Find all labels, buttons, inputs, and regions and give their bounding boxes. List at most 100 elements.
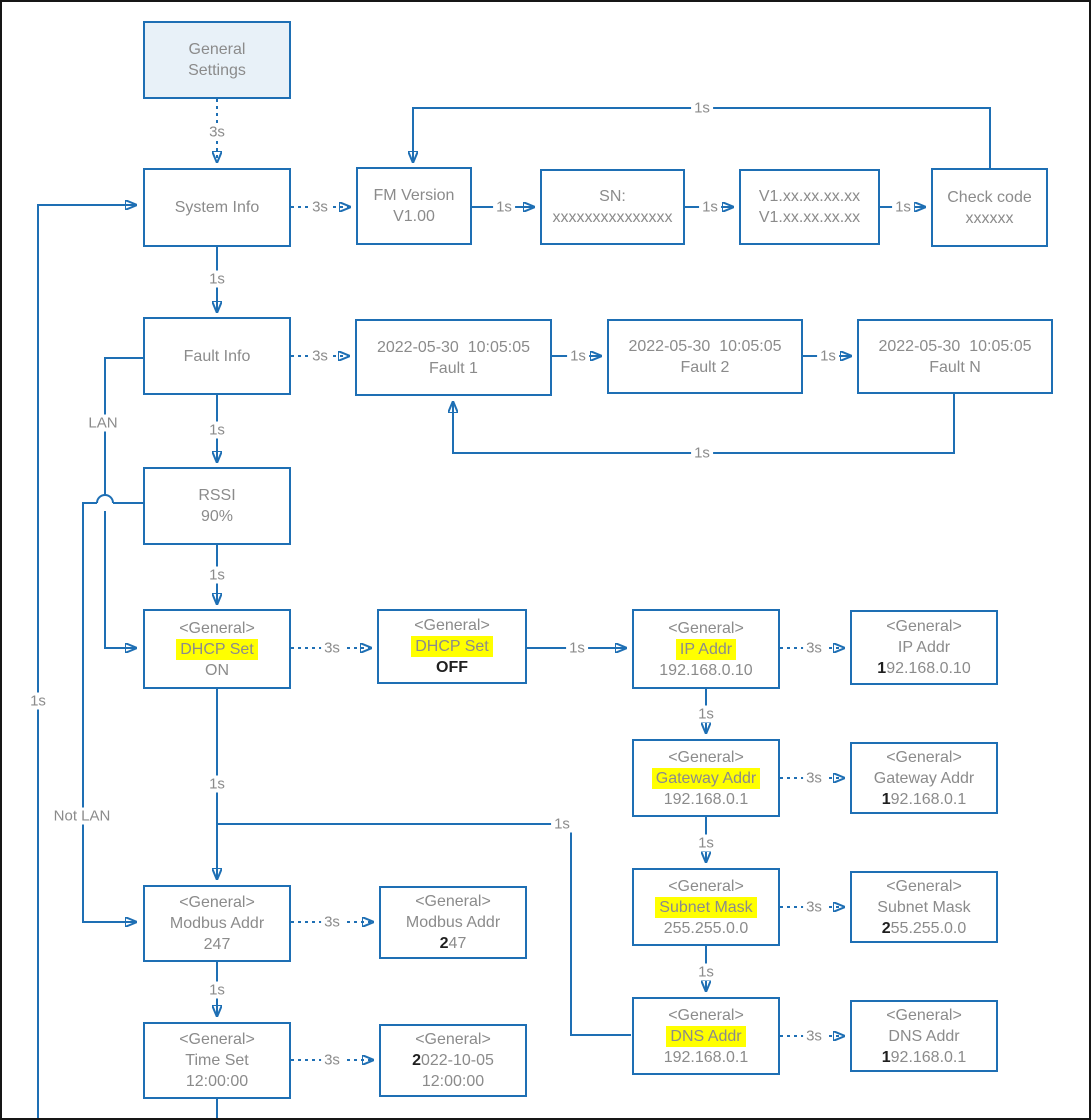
timing-label-1s: 1s (691, 99, 713, 117)
timing-label-3s: 3s (309, 347, 331, 365)
timing-label-3s: 3s (803, 1027, 825, 1045)
timing-label-1s: 1s (695, 834, 717, 852)
node-line: Fault 2 (680, 358, 730, 376)
node-gateway-addr: <General> Gateway Addr 192.168.0.1 (632, 739, 780, 817)
node-fault-n: 2022-05-30 10:05:05 Fault N (857, 319, 1053, 394)
wire-return-to-system (37, 205, 136, 1118)
node-line: Fault N (929, 358, 981, 376)
node-fm-version: FM Version V1.00 (356, 167, 472, 245)
node-rssi: RSSI 90% (143, 467, 291, 545)
wire-lan-branch-lower (104, 511, 136, 648)
timing-label-1s: 1s (691, 444, 713, 462)
branch-label-lan: LAN (85, 414, 121, 432)
node-modbus-addr-edit: <General> Modbus Addr 247 (379, 886, 527, 959)
node-line: V1.xx.xx.xx.xx (758, 209, 861, 226)
highlighted-menu-label: DHCP Set (176, 638, 258, 660)
timing-label-1s: 1s (493, 198, 515, 216)
node-header: <General> (886, 618, 962, 635)
node-subnet-mask-edit: <General> Subnet Mask 255.255.0.0 (850, 871, 998, 943)
node-header: <General> (415, 1031, 491, 1048)
node-dhcp-set-on: <General> DHCP Set ON (143, 609, 291, 689)
timing-label-1s: 1s (206, 775, 228, 793)
value-rest: 55.255.0.0 (890, 919, 967, 937)
node-header: <General> (179, 1031, 255, 1048)
node-line: Modbus Addr (169, 915, 265, 932)
node-system-info: System Info (143, 168, 291, 247)
node-check-code: Check code xxxxxx (931, 168, 1048, 247)
timing-label-1s: 1s (551, 815, 573, 833)
wire-notlan-to-modbus (82, 502, 136, 922)
timing-label-3s: 3s (321, 913, 343, 931)
highlighted-menu-label: Gateway Addr (651, 767, 761, 789)
highlighted-menu-label: DNS Addr (666, 1025, 746, 1047)
node-value: 12:00:00 (421, 1073, 485, 1090)
node-serial-number: SN: xxxxxxxxxxxxxxx (540, 169, 685, 245)
node-value: 192.168.0.1 (882, 789, 967, 810)
timing-label-1s: 1s (206, 421, 228, 439)
timing-label-3s: 3s (321, 639, 343, 657)
node-fault-1: 2022-05-30 10:05:05 Fault 1 (355, 319, 552, 396)
node-line: FM Version (373, 187, 455, 204)
timing-label-1s: 1s (892, 198, 914, 216)
node-value: 255.255.0.0 (663, 919, 749, 937)
node-value: OFF (436, 659, 468, 676)
timing-label-1s: 1s (567, 347, 589, 365)
node-line: Settings (188, 62, 246, 79)
node-time-set: <General> Time Set 12:00:00 (143, 1022, 291, 1099)
node-line: Subnet Mask (877, 898, 971, 916)
node-line: IP Addr (897, 639, 951, 656)
node-line: System Info (174, 199, 260, 216)
timing-label-1s: 1s (206, 270, 228, 288)
node-line: DNS Addr (888, 1027, 960, 1045)
node-gateway-addr-edit: <General> Gateway Addr 192.168.0.1 (850, 742, 998, 814)
node-line: Time Set (185, 1052, 249, 1069)
node-line: DNS Addr (666, 1025, 746, 1047)
node-header: <General> (886, 1006, 962, 1024)
timing-label-3s: 3s (309, 198, 331, 216)
node-header: <General> (886, 877, 962, 895)
node-header: <General> (179, 894, 255, 911)
node-line: SN: (599, 188, 626, 205)
node-line: Subnet Mask (655, 896, 757, 918)
node-value: 192.168.0.1 (663, 1048, 749, 1066)
timing-label-1s: 1s (566, 639, 588, 657)
node-time-set-edit: <General> 2022-10-05 12:00:00 (379, 1024, 527, 1097)
node-header: <General> (886, 748, 962, 766)
node-header: <General> (179, 619, 255, 637)
value-rest: 92.168.0.10 (886, 660, 971, 677)
node-line: xxxxxx (965, 209, 1014, 227)
node-value: 192.168.0.10 (659, 661, 753, 679)
node-line: RSSI (198, 487, 236, 504)
node-ip-addr-edit: <General> IP Addr 192.168.0.10 (850, 610, 998, 685)
node-value: ON (205, 661, 229, 679)
node-line: xxxxxxxxxxxxxxx (552, 209, 673, 226)
node-value: 192.168.0.1 (882, 1047, 967, 1068)
node-header: <General> (414, 617, 490, 634)
timing-label-1s: 1s (695, 705, 717, 723)
node-line: General (188, 41, 246, 58)
edit-digit: 2 (881, 919, 891, 937)
timing-label-1s: 1s (817, 347, 839, 365)
node-general-settings: General Settings (143, 21, 291, 99)
node-header: <General> (668, 877, 744, 895)
node-line: Gateway Addr (873, 769, 975, 787)
timing-label-3s: 3s (803, 769, 825, 787)
node-value: 12:00:00 (185, 1073, 249, 1090)
node-line: Check code (947, 188, 1032, 206)
node-dns-addr-edit: <General> DNS Addr 192.168.0.1 (850, 1000, 998, 1072)
wire-hop-arc (96, 494, 114, 504)
node-line: 2022-05-30 10:05:05 (628, 337, 782, 355)
value-rest: 92.168.0.1 (890, 790, 967, 808)
node-line: IP Addr (675, 638, 737, 660)
node-versions: V1.xx.xx.xx.xx V1.xx.xx.xx.xx (739, 169, 880, 245)
node-line: V1.xx.xx.xx.xx (758, 188, 861, 205)
value-rest: 022-10-05 (420, 1052, 494, 1069)
node-line: Fault Info (183, 347, 251, 365)
node-line: 90% (200, 508, 234, 525)
node-modbus-addr: <General> Modbus Addr 247 (143, 885, 291, 962)
node-line: V1.00 (393, 208, 435, 225)
node-header: <General> (668, 748, 744, 766)
timing-label-3s: 3s (321, 1051, 343, 1069)
node-line: 2022-10-05 (412, 1050, 494, 1071)
node-line: Modbus Addr (405, 914, 501, 931)
